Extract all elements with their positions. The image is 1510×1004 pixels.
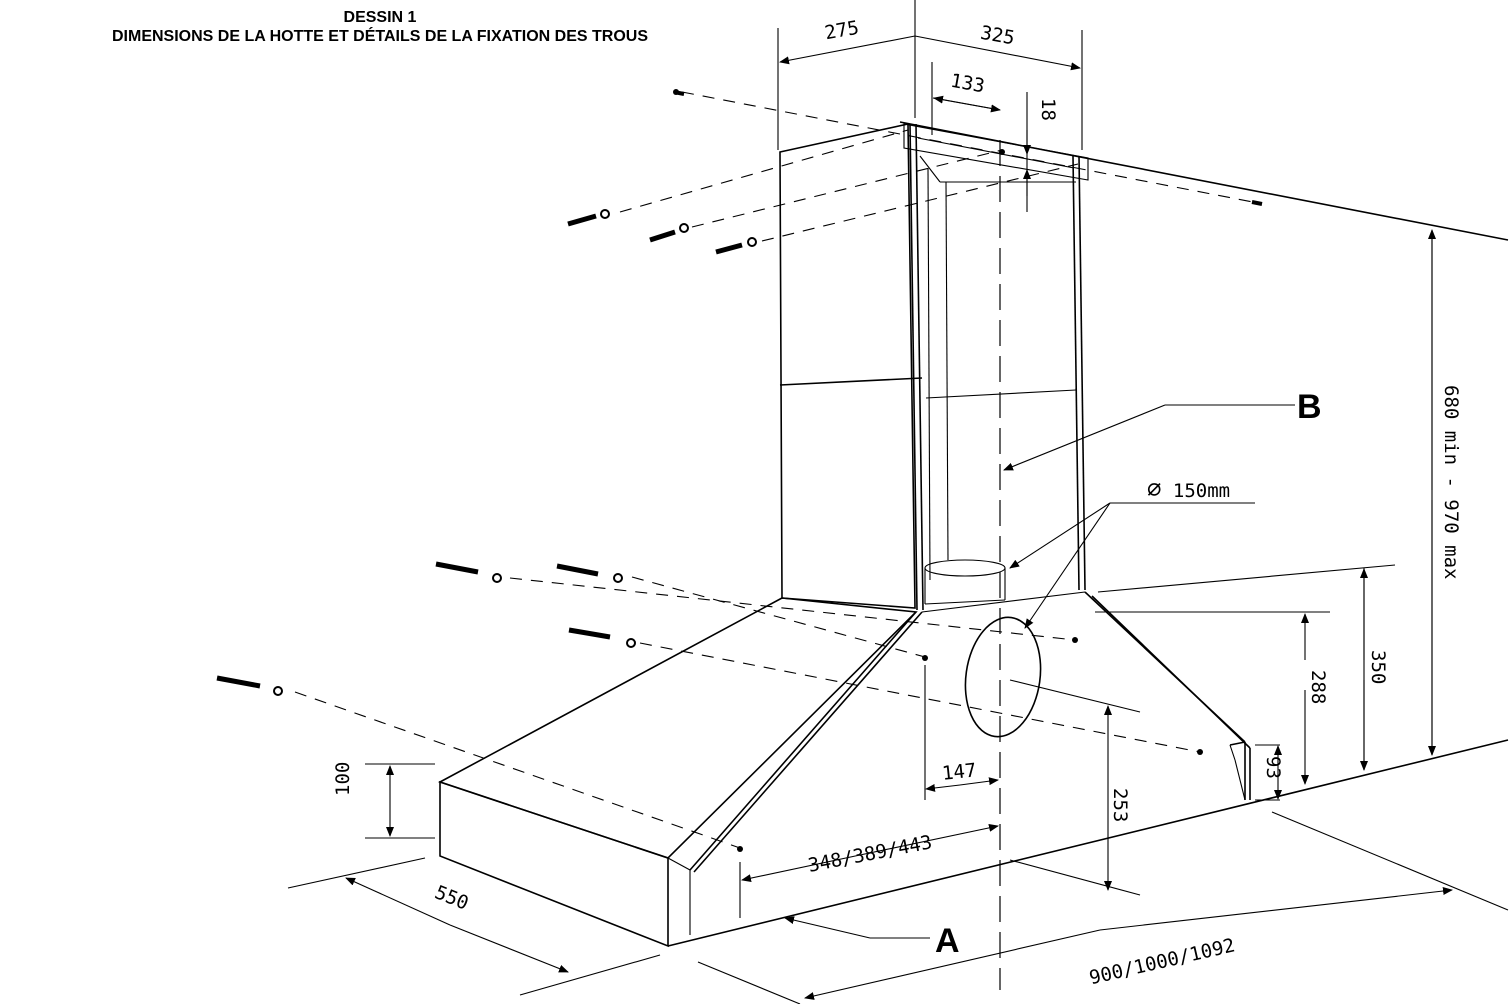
dim-93: 93: [1262, 756, 1284, 779]
dim-100: 100: [332, 762, 354, 796]
screw-top: [673, 89, 685, 96]
dim-275: 275: [823, 17, 861, 45]
title-line-2: DIMENSIONS DE LA HOTTE ET DÉTAILS DE LA …: [111, 28, 648, 45]
label-part-b: B: [1297, 388, 1322, 426]
dim-147: 147: [941, 759, 977, 784]
dim-18: 18: [1037, 98, 1059, 121]
dim-133: 133: [949, 70, 987, 98]
screw-lower-4: [216, 675, 283, 696]
dim-288: 288: [1307, 670, 1329, 704]
screw-lower-2: [556, 563, 623, 583]
dimension-lines: [287, 0, 1509, 1004]
screw-row-2: [649, 223, 689, 243]
hood-body: [437, 564, 1396, 948]
wall-lines: [667, 121, 1509, 947]
dim-diameter: ∅ 150mm: [1147, 475, 1230, 503]
dim-325: 325: [979, 22, 1017, 50]
screw-right-top: [1251, 200, 1263, 206]
label-part-a: A: [935, 922, 960, 960]
fixing-lines: [294, 91, 1259, 849]
dim-253: 253: [1109, 788, 1131, 822]
dim-350: 350: [1367, 650, 1389, 684]
dim-680-970: 680 min - 970 max: [1440, 385, 1462, 579]
screw-lower-1: [435, 561, 502, 583]
screw-row-1: [567, 209, 610, 227]
dim-348: 348/389/443: [806, 831, 934, 877]
chimney: [779, 123, 1089, 611]
screw-lower-3: [568, 627, 636, 648]
dim-550: 550: [432, 881, 472, 914]
dim-diameter-value: 150mm: [1173, 480, 1230, 502]
screw-row-3: [715, 237, 757, 255]
drawing-title: DESSIN 1 DIMENSIONS DE LA HOTTE ET DÉTAI…: [0, 8, 760, 46]
title-line-1: DESSIN 1: [343, 9, 417, 26]
screws: [216, 89, 1263, 852]
dim-900: 900/1000/1092: [1087, 934, 1237, 989]
